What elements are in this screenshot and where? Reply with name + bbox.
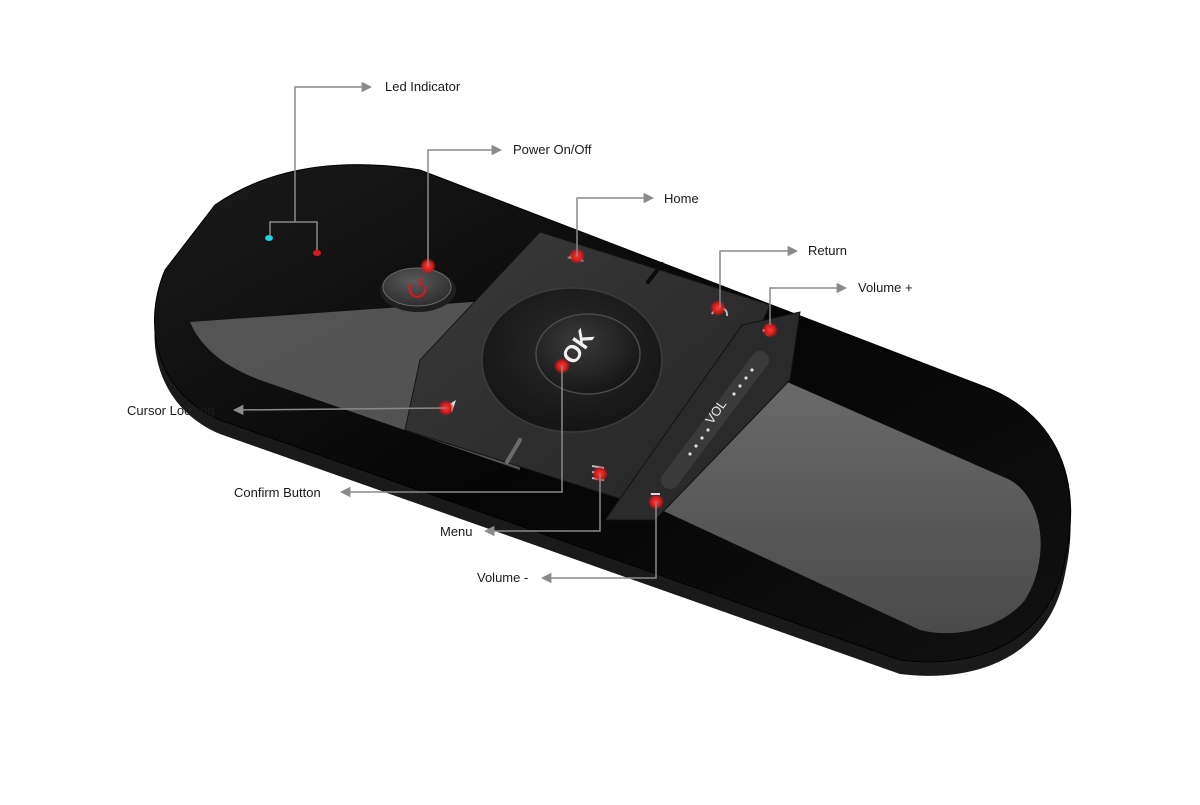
volume-down-symbol: −: [650, 484, 661, 504]
line-return: [719, 245, 799, 308]
led-cyan: [265, 235, 273, 241]
touchpad[interactable]: [640, 370, 1041, 634]
power-icon: [408, 278, 427, 298]
line-power: [427, 144, 503, 266]
label-menu: Menu: [440, 524, 473, 539]
line-cursor: [232, 404, 447, 416]
label-volume-up: Volume +: [858, 280, 913, 295]
label-cursor-locking: Cursor Locking: [127, 403, 215, 418]
line-home: [576, 192, 655, 256]
label-confirm: Confirm Button: [234, 485, 321, 500]
line-confirm: [339, 366, 563, 498]
line-menu: [483, 474, 601, 537]
marker-volume-up: [762, 322, 778, 338]
power-button[interactable]: [382, 267, 452, 307]
line-volume-up: [769, 282, 848, 325]
line-led-arrow: [294, 81, 373, 222]
remote-body: VOL OK + −: [154, 164, 1072, 676]
marker-return: [710, 300, 726, 316]
line-led: [269, 221, 318, 250]
callout-lines: [232, 81, 848, 584]
label-home: Home: [664, 191, 699, 206]
label-led-indicator: Led Indicator: [385, 79, 461, 94]
line-volume-down: [540, 502, 657, 584]
label-volume-down: Volume -: [477, 570, 529, 585]
volume-dots: [688, 368, 754, 456]
led-red: [313, 250, 321, 256]
label-return: Return: [808, 243, 848, 258]
label-power: Power On/Off: [513, 142, 592, 157]
